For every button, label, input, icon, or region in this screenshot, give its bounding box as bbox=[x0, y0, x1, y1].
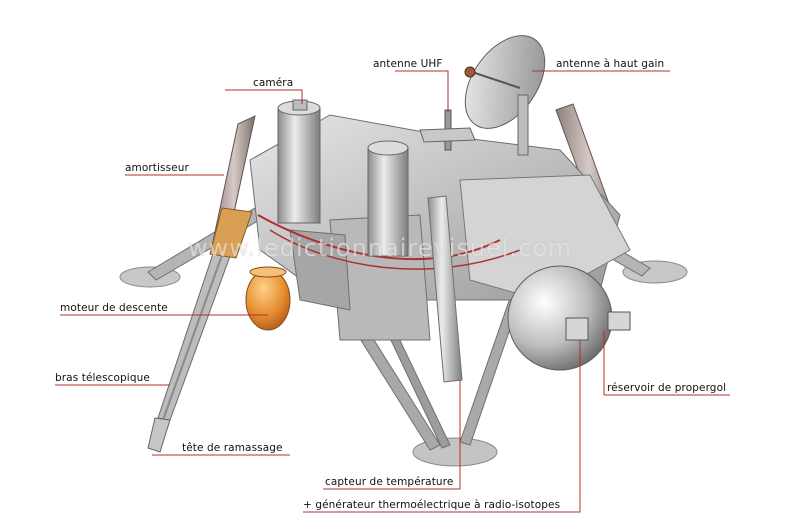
label-camera: caméra bbox=[253, 77, 294, 89]
label-generateur: + générateur thermoélectrique à radio-is… bbox=[303, 499, 561, 511]
label-moteur-descente: moteur de descente bbox=[60, 302, 168, 314]
watermark-text: www.ledictionnairevisuel.com bbox=[188, 234, 573, 262]
label-antenne-haut-gain: antenne à haut gain bbox=[556, 58, 665, 70]
label-amortisseur: amortisseur bbox=[125, 162, 189, 174]
label-tete-ramassage: tête de ramassage bbox=[182, 442, 283, 454]
label-reservoir: réservoir de propergol bbox=[607, 382, 727, 394]
label-antenne-uhf: antenne UHF bbox=[373, 58, 443, 70]
label-capteur-temperature: capteur de température bbox=[325, 476, 454, 488]
label-bras-telescopique: bras télescopique bbox=[55, 372, 150, 384]
